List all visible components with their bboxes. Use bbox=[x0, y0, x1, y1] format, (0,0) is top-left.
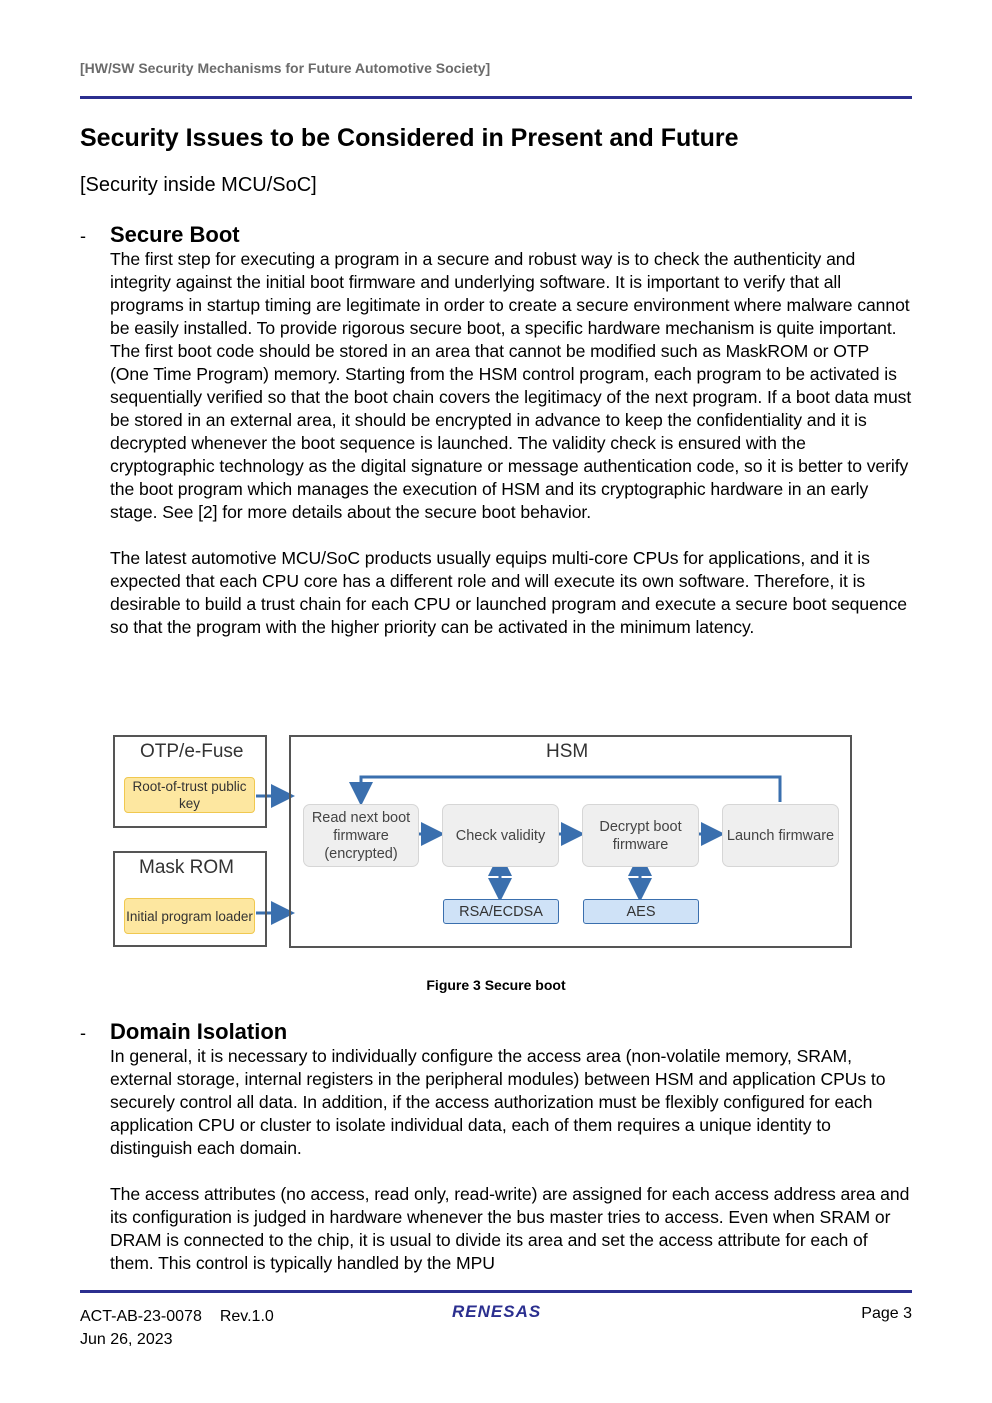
section-secure-boot: - Secure Boot The first step for executi… bbox=[80, 222, 912, 639]
renesas-logo: RENESAS bbox=[452, 1302, 542, 1321]
footer-meta: ACT-AB-23-0078 Rev.1.0 Jun 26, 2023 bbox=[80, 1305, 274, 1351]
secure-boot-figure: OTP/e-Fuse Root-of-trust public key Mask… bbox=[110, 733, 855, 951]
otp-efuse-title: OTP/e-Fuse bbox=[140, 741, 244, 762]
figure-arrows bbox=[256, 775, 782, 925]
paragraph: The access attributes (no access, read o… bbox=[110, 1184, 910, 1273]
page-number: Page 3 bbox=[861, 1305, 912, 1322]
mask-rom-box bbox=[113, 851, 267, 947]
section-title: Domain Isolation bbox=[110, 1019, 288, 1044]
subheading: [Security inside MCU/SoC] bbox=[80, 174, 317, 196]
section-domain-isolation: - Domain Isolation In general, it is nec… bbox=[80, 1019, 912, 1275]
doc-date: Jun 26, 2023 bbox=[80, 1331, 173, 1348]
header-rule bbox=[80, 96, 912, 99]
step-decrypt-firmware: Decrypt boot firmware bbox=[582, 804, 699, 867]
arrow-loop-back bbox=[349, 775, 782, 806]
initial-program-loader: Initial program loader bbox=[124, 898, 255, 934]
hsm-box bbox=[289, 735, 852, 948]
doc-id: ACT-AB-23-0078 bbox=[80, 1308, 202, 1325]
revision: Rev.1.0 bbox=[219, 1308, 274, 1325]
root-of-trust-key: Root-of-trust public key bbox=[124, 777, 255, 813]
running-head: [HW/SW Security Mechanisms for Future Au… bbox=[80, 60, 491, 76]
paragraph: In general, it is necessary to individua… bbox=[110, 1046, 886, 1158]
otp-efuse-box bbox=[113, 735, 267, 828]
aes-engine: AES bbox=[583, 899, 699, 924]
paragraph: The first step for executing a program i… bbox=[110, 249, 912, 522]
step-read-firmware: Read next boot firmware (encrypted) bbox=[303, 804, 419, 867]
footer-rule bbox=[80, 1290, 912, 1293]
bullet-dash: - bbox=[80, 226, 86, 246]
rsa-ecdsa-engine: RSA/ECDSA bbox=[443, 899, 559, 924]
hsm-title: HSM bbox=[546, 741, 589, 762]
figure-caption: Figure 3 Secure boot bbox=[426, 977, 566, 993]
bullet-dash: - bbox=[80, 1023, 86, 1043]
step-launch-firmware: Launch firmware bbox=[722, 804, 839, 867]
step-check-validity: Check validity bbox=[442, 804, 559, 867]
paragraph: The latest automotive MCU/SoC products u… bbox=[110, 548, 907, 637]
section-title: Secure Boot bbox=[110, 222, 240, 247]
mask-rom-title: Mask ROM bbox=[139, 857, 234, 878]
page-title: Security Issues to be Considered in Pres… bbox=[80, 124, 739, 152]
